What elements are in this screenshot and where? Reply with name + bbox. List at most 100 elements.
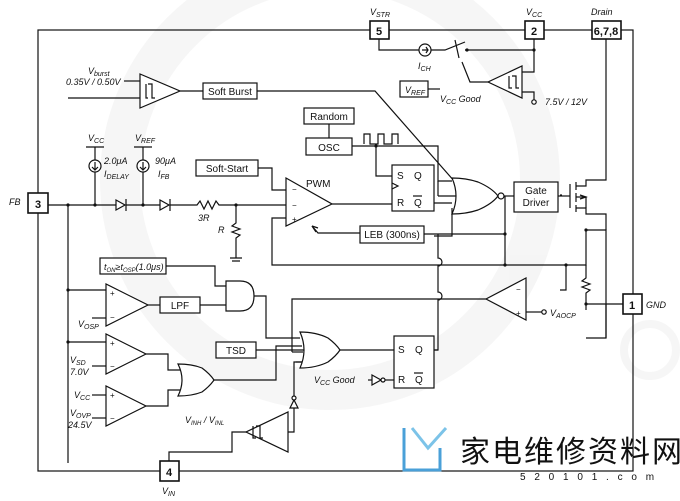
idelay-sub: DELAY xyxy=(107,174,131,181)
background-logo xyxy=(100,0,680,410)
pin-vin: 4 VIN xyxy=(159,460,180,498)
pin-drain-number: 6,7,8 xyxy=(594,26,618,38)
svg-text:+: + xyxy=(292,215,297,224)
vburst-sub: burst xyxy=(94,71,111,78)
pin-gnd-number: 1 xyxy=(629,300,635,312)
pin-drain: 6,7,8 Drain xyxy=(591,7,622,40)
vovp-value: 24.5V xyxy=(67,420,93,430)
vin-section: VINH / VINL xyxy=(168,361,302,461)
svg-text:VCC: VCC xyxy=(526,7,543,19)
pin-fb: 3 FB xyxy=(9,192,49,214)
protection-section: TSD S R Q Q VCC Good xyxy=(215,331,435,389)
vcc-good-top-sub: CC xyxy=(446,99,457,106)
ff2-q: Q xyxy=(415,345,423,356)
vaocp-label: V xyxy=(550,308,557,318)
ifb-sub: FB xyxy=(161,174,170,181)
svg-text:−: − xyxy=(110,313,115,322)
soft-burst-section: Vburst 0.35V / 0.50V Soft Burst xyxy=(66,66,456,183)
svg-text:−: − xyxy=(292,185,297,194)
flip-flop-bottom xyxy=(393,335,435,389)
startup-circuit: ICH 7.5V / 12V VREF VCC Good xyxy=(378,39,588,107)
pin-fb-label: FB xyxy=(9,197,21,207)
svg-text:VINH / VINL: VINH / VINL xyxy=(185,415,224,427)
pwm-section: Soft-Start − − + PWM xyxy=(195,159,566,266)
or-gate-sd-ovp xyxy=(177,363,215,397)
svg-text:VOVP: VOVP xyxy=(70,408,91,420)
svg-text:+: + xyxy=(110,289,115,298)
vosp-label: V xyxy=(78,319,85,329)
pin-vcc-sub: CC xyxy=(532,12,543,19)
vsd-sub: SD xyxy=(76,360,86,367)
vref-box-sub: REF xyxy=(411,90,426,97)
svg-text:−: − xyxy=(292,201,297,210)
svg-text:+: + xyxy=(516,309,521,318)
ff1-r: R xyxy=(397,198,404,209)
vburst-values: 0.35V / 0.50V xyxy=(66,77,122,87)
svg-text:Vburst: Vburst xyxy=(88,66,111,78)
pin-drain-label: Drain xyxy=(591,7,613,17)
ff1-qbar: Q xyxy=(414,198,422,209)
ifb-value: 90μA xyxy=(155,156,176,166)
vaocp-sub: AOCP xyxy=(555,313,576,320)
burst-comparator xyxy=(139,73,182,109)
svg-text:VCC Good: VCC Good xyxy=(314,375,356,387)
gate-driver-line1: Gate xyxy=(525,186,547,197)
gate-driver-line2: Driver xyxy=(523,198,550,209)
soft-start-label: Soft-Start xyxy=(206,164,248,175)
diode-1 xyxy=(115,198,127,212)
watermark: 家电维修资料网 5 2 0 1 0 1 . c o m xyxy=(402,426,680,483)
uvlo-threshold: 7.5V / 12V xyxy=(545,97,588,107)
vcc-good-bottom-sub: CC xyxy=(320,380,331,387)
svg-text:ICH: ICH xyxy=(418,61,432,73)
pin-vcc: 2 VCC xyxy=(524,7,545,40)
gate-driver-block xyxy=(513,181,559,213)
and-gate xyxy=(225,280,255,312)
ton-mid: ≥t xyxy=(116,262,124,272)
vcc-good-top: V xyxy=(440,94,447,104)
aocp-section: − + VAOCP xyxy=(291,277,576,352)
ovp-comparator xyxy=(105,385,148,427)
svg-text:VREF: VREF xyxy=(135,133,156,145)
vosp-sub: OSP xyxy=(84,324,99,331)
osp-section: tON≥tOSP(1.0μs) + − LPF VOSP xyxy=(66,257,300,339)
osc-label: OSC xyxy=(318,143,340,154)
tsd-label: TSD xyxy=(226,346,246,357)
vinl-sep: / V xyxy=(201,415,216,425)
vcc-cmp-sub: CC xyxy=(80,395,91,402)
vinh-label: V xyxy=(185,415,192,425)
svg-text:−: − xyxy=(110,414,115,423)
leb-section: LEB (300ns) xyxy=(359,196,507,267)
ton-sub1: ON xyxy=(107,268,117,274)
sd-comparator xyxy=(105,333,148,375)
vcc-good-bottom-tail: Good xyxy=(330,375,356,385)
svg-text:VSTR: VSTR xyxy=(370,7,390,19)
aocp-comparator xyxy=(484,277,527,321)
watermark-url: 5 2 0 1 0 1 . c o m xyxy=(520,472,657,483)
pwm-label: PWM xyxy=(306,179,330,190)
vref-box-label: V xyxy=(405,85,412,95)
pin-vcc-label: V xyxy=(526,7,533,17)
uvlo-comparator xyxy=(486,65,523,99)
vref-source-sub: REF xyxy=(141,138,156,145)
pin-vstr-sub: STR xyxy=(376,12,390,19)
leb-label: LEB (300ns) xyxy=(364,230,420,241)
vcc-cmp-label: V xyxy=(74,390,81,400)
resistor-3r: 3R xyxy=(198,213,210,223)
vovp-sub: OVP xyxy=(76,413,91,420)
vcc-good-top-tail: Good xyxy=(456,94,482,104)
random-label: Random xyxy=(310,112,348,123)
flip-flop-top: S R Q Q xyxy=(391,164,452,212)
wire-crossovers xyxy=(434,234,443,351)
svg-text:VOSP: VOSP xyxy=(78,319,99,331)
pwm-comparator xyxy=(285,176,334,227)
ff1-q: Q xyxy=(414,171,422,182)
pin-gnd-label: GND xyxy=(646,300,667,310)
svg-text:−: − xyxy=(110,362,115,371)
fb-line: 3R R xyxy=(48,198,286,463)
resistor-r: R xyxy=(218,225,225,235)
ich-label: I xyxy=(418,61,421,71)
ff2-r: R xyxy=(398,375,405,386)
ton-label: t xyxy=(104,262,107,272)
ff2-qbar: Q xyxy=(415,375,423,386)
